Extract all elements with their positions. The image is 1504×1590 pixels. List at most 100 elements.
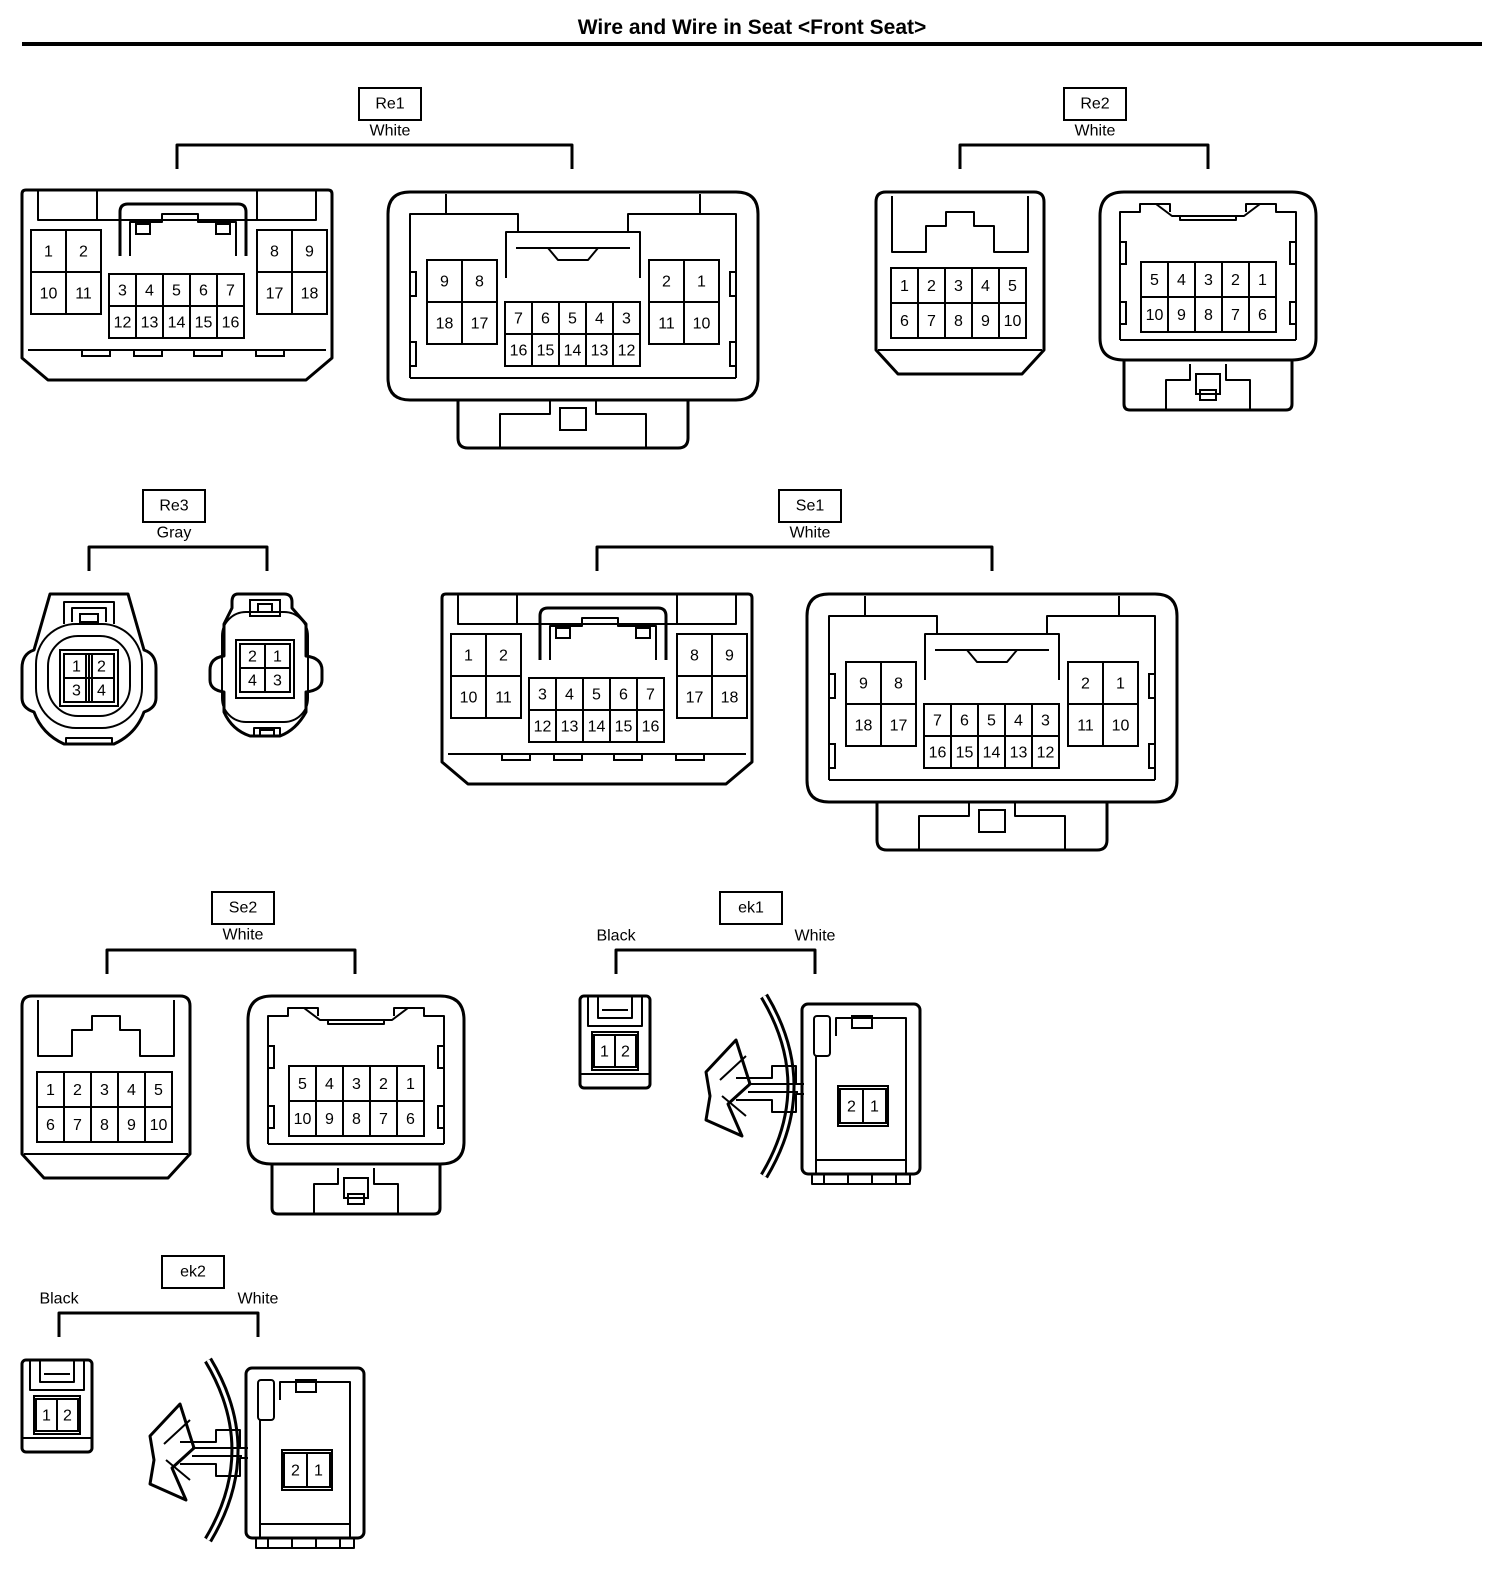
pin-number: 2 [291,1463,300,1480]
connector-bracket [105,948,357,974]
pin-number: 9 [1177,307,1186,324]
divider [85,653,93,703]
inner-ring [35,623,143,729]
side-notch [409,271,417,297]
latch-bar [327,1020,385,1025]
pin-number: 2 [379,1076,388,1093]
bottom-tick [81,349,111,357]
pin-number: 4 [145,283,154,300]
pin-number: 7 [514,311,523,328]
connector-body [386,190,760,402]
pin-number: 2 [621,1044,630,1061]
connector-label-box [161,1255,225,1289]
pin-number: 6 [541,311,550,328]
pin-cell [65,271,102,315]
bottom-tick [255,349,285,357]
pin-number: 1 [406,1076,415,1093]
lock-tab [1195,373,1221,395]
pin-number: 1 [900,278,909,295]
pin-number: 7 [646,687,655,704]
latch-tab [257,603,273,613]
latch-outline [37,1000,175,1057]
pin-number: 11 [495,690,512,707]
connector-color: White [1075,123,1116,140]
pin-number: 14 [588,719,606,736]
latch [39,1360,75,1383]
side-notch [267,1105,275,1129]
pin-number: 11 [75,286,92,303]
connector-body [440,592,754,786]
inner-ring-2 [47,635,131,717]
pin-number: 3 [622,311,631,328]
lock-left [918,802,970,850]
pin-number: 17 [471,316,489,333]
pin-number: 10 [294,1111,312,1128]
clip-head [148,1402,196,1502]
lock-tab-inner [1199,389,1217,401]
pin-number: 10 [150,1117,168,1134]
pin-number: 8 [1204,307,1213,324]
connector-label-box [142,489,206,523]
pin-number: 4 [325,1076,334,1093]
connector-label-box [358,87,422,121]
connector-body [20,592,158,746]
bottom-tick [501,753,531,761]
shroud-right [627,194,701,278]
connector-body [244,1366,366,1540]
pin-number: 11 [658,316,675,333]
pin-number: 7 [73,1117,82,1134]
shroud-left [445,194,519,278]
pin-number: 6 [1258,307,1267,324]
pin-cell [998,302,1027,339]
pin-cell [862,1088,887,1124]
pin-number: 4 [565,687,574,704]
pin-number: 13 [141,315,159,332]
lock-tab [343,1177,369,1199]
clip-arm-fill [762,995,793,1177]
clip-stem [180,1457,248,1477]
pin-number: 9 [325,1111,334,1128]
bottom-tick [553,753,583,761]
pin-number: 9 [725,648,734,665]
side-notch [437,1045,445,1069]
side-notch [729,341,737,367]
connector-body [805,592,1179,804]
connector-color-left: Black [596,928,636,945]
pin-number: 6 [199,283,208,300]
pin-number: 1 [464,648,473,665]
pin-number: 17 [266,286,284,303]
pin-number: 14 [983,745,1001,762]
pin-number: 2 [662,274,671,291]
clip-arm-fill [206,1359,237,1541]
side-notch [1289,301,1297,325]
shroud-right [1046,596,1120,680]
pin-number: 3 [538,687,547,704]
pin-number: 3 [954,278,963,295]
clip-head [704,1038,752,1138]
pin-number: 6 [900,313,909,330]
pin-number: 7 [1231,307,1240,324]
pin-block [59,649,119,707]
foot [255,1538,355,1549]
side-notch [409,341,417,367]
pin-number: 1 [314,1463,323,1480]
pin-number: 15 [615,719,633,736]
latch-notch [303,1007,409,1021]
foot [811,1174,911,1185]
pin-cell [1248,296,1277,333]
connector-label-box [778,489,842,523]
pin-number: 12 [114,315,132,332]
pin-number: 15 [956,745,974,762]
pin-number: 6 [960,713,969,730]
foot-line [815,1160,907,1174]
pin-number: 3 [100,1082,109,1099]
pin-number: 10 [1112,718,1130,735]
pin-cell [711,675,748,719]
pin-cell [636,709,665,743]
